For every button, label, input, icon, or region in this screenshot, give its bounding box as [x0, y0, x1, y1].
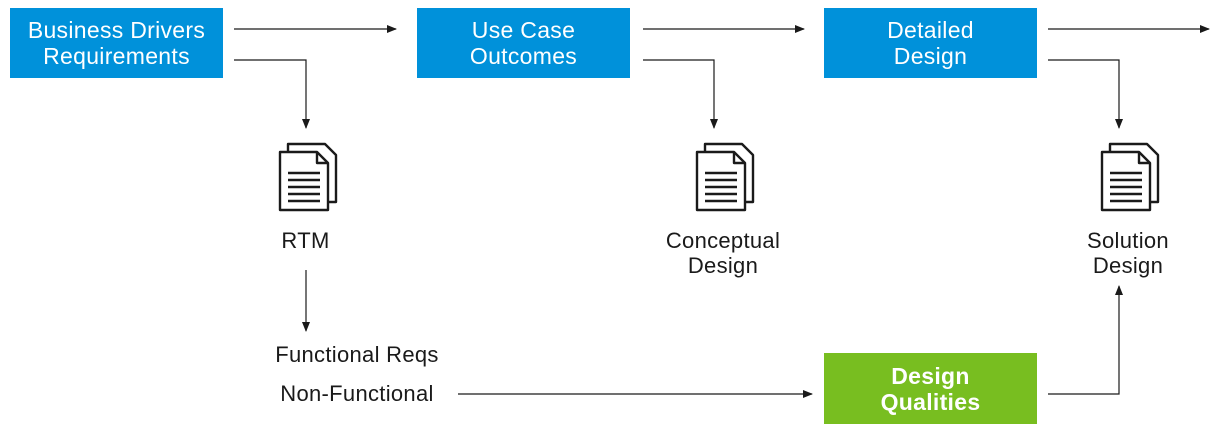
solution-design-line-2: Design [1092, 253, 1164, 278]
arrow-usecase-to-conceptual [643, 59, 718, 129]
arrow-detailed-to-solution [1048, 59, 1123, 129]
conceptual-design-line-2: Design [687, 253, 759, 278]
use-case-line-2: Outcomes [469, 43, 578, 69]
business-drivers-box: Business Drivers Requirements [10, 8, 223, 78]
arrow-qualities-to-solution [1048, 285, 1123, 395]
use-case-box: Use Case Outcomes [417, 8, 630, 78]
rtm-label: RTM [243, 228, 368, 253]
detailed-design-box: Detailed Design [824, 8, 1037, 78]
functional-reqs-label: Functional Reqs [242, 342, 472, 367]
conceptual-design-line-1: Conceptual [665, 228, 781, 253]
design-qualities-line-1: Design [891, 362, 970, 389]
non-functional-label: Non-Functional [242, 381, 472, 406]
non-functional-text: Non-Functional [280, 381, 434, 406]
functional-reqs-text: Functional Reqs [275, 342, 439, 367]
solution-design-label: Solution Design [1052, 228, 1204, 278]
business-drivers-line-1: Business Drivers [27, 17, 206, 43]
conceptual-design-label: Conceptual Design [638, 228, 808, 278]
design-qualities-box: Design Qualities [824, 353, 1037, 424]
rtm-text: RTM [281, 228, 330, 253]
detailed-design-line-1: Detailed [887, 17, 974, 43]
document-stack-icon [1100, 142, 1160, 212]
business-drivers-line-2: Requirements [43, 43, 190, 69]
detailed-design-line-2: Design [893, 43, 968, 69]
use-case-line-1: Use Case [471, 17, 576, 43]
document-stack-icon [278, 142, 338, 212]
solution-design-line-1: Solution [1087, 228, 1169, 253]
design-qualities-line-2: Qualities [880, 388, 981, 415]
arrow-business-to-rtm [234, 59, 310, 129]
document-stack-icon [695, 142, 755, 212]
